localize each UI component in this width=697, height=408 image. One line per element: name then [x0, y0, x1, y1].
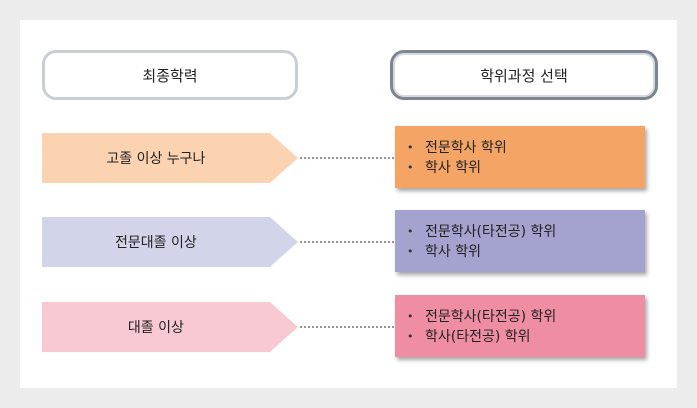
education-label-3: 대졸 이상 [127, 320, 184, 336]
education-label-1: 고졸 이상 누구나 [106, 151, 206, 167]
degree-course-header-label: 학위과정 선택 [480, 66, 568, 85]
dotted-connector-arrow-2 [300, 237, 406, 247]
degree-item: 학사 학위 [407, 242, 645, 262]
dotted-connector-arrow-1 [300, 153, 406, 163]
degree-box-3: 전문학사(타전공) 학위 학사(타전공) 학위 [395, 295, 645, 357]
degree-course-header: 학위과정 선택 [390, 50, 658, 100]
degree-item: 전문학사(타전공) 학위 [407, 307, 645, 327]
dotted-connector-arrow-3 [300, 322, 406, 332]
degree-item: 학사 학위 [407, 158, 645, 178]
final-education-header-label: 최종학력 [142, 66, 198, 85]
degree-item: 전문학사 학위 [407, 138, 645, 158]
degree-list-1: 전문학사 학위 학사 학위 [407, 138, 645, 178]
degree-list-3: 전문학사(타전공) 학위 학사(타전공) 학위 [407, 307, 645, 347]
education-arrow-1: 고졸 이상 누구나 [42, 133, 298, 183]
degree-box-1: 전문학사 학위 학사 학위 [395, 126, 645, 188]
education-label-2: 전문대졸 이상 [115, 235, 197, 251]
education-arrow-2: 전문대졸 이상 [42, 217, 298, 267]
diagram-panel: 최종학력 학위과정 선택 고졸 이상 누구나 전문학사 학위 학사 학위 전문대… [20, 20, 677, 388]
degree-box-2: 전문학사(타전공) 학위 학사 학위 [395, 210, 645, 272]
degree-item: 학사(타전공) 학위 [407, 327, 645, 347]
degree-list-2: 전문학사(타전공) 학위 학사 학위 [407, 222, 645, 262]
final-education-header: 최종학력 [42, 50, 298, 100]
education-arrow-3: 대졸 이상 [42, 302, 298, 352]
degree-item: 전문학사(타전공) 학위 [407, 222, 645, 242]
